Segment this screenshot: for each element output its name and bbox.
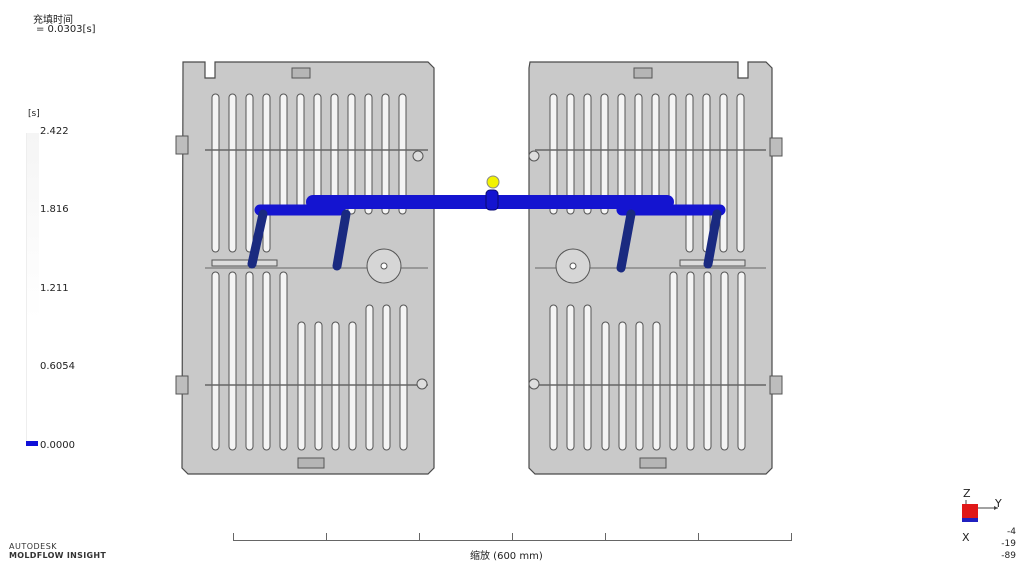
left-part [175,61,435,475]
view-coordinate: -4 [1007,527,1016,537]
scale-label: 缩放 (600 mm) [470,551,543,562]
injection-point-icon[interactable] [486,175,500,189]
legend-min-swatch [26,441,38,446]
legend-tick: 1.211 [40,283,69,294]
scale-tick [698,533,699,540]
legend-tick: 0.6054 [40,361,75,372]
view-coordinate: -19 [1001,539,1016,549]
right-part [528,61,783,475]
axis-x-label: X [962,531,970,544]
moldflow-insight-logo: MOLDFLOW INSIGHT [9,551,107,560]
autodesk-logo: AUTODESK [9,542,58,551]
legend-tick: 2.422 [40,126,69,137]
axis-z-label: Z [963,487,971,500]
fill-time-value: = 0.0303[s] [36,24,96,35]
scale-tick [605,533,606,540]
orientation-axes-icon[interactable] [960,496,1000,541]
orientation-cube[interactable] [962,504,978,522]
scale-bar [233,533,792,541]
legend-tick: 0.0000 [40,440,75,451]
scale-tick [419,533,420,540]
scale-tick [326,533,327,540]
legend-tick: 1.816 [40,204,69,215]
legend-color-bar [26,133,39,445]
scale-tick [512,533,513,540]
axis-y-label: Y [995,497,1002,510]
runner-system [247,189,726,273]
legend-unit: [s] [28,109,40,119]
result-title: 充填时间 [33,15,73,26]
view-coordinate: -89 [1001,551,1016,561]
